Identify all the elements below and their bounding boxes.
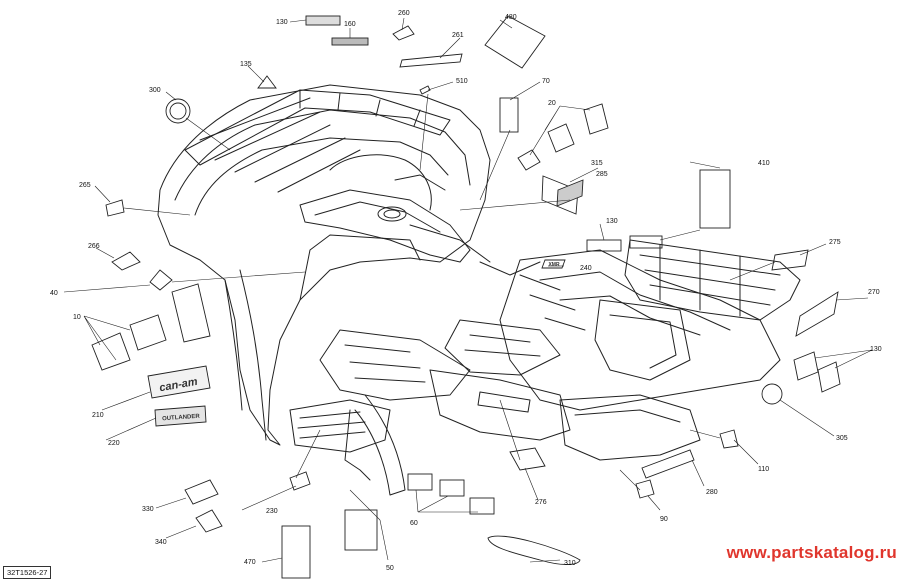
right-footwell [444, 319, 561, 376]
callout-280: 280 [706, 489, 718, 496]
callout-130-mid: 130 [606, 218, 618, 225]
callout-130-top: 130 [276, 19, 288, 26]
callout-60: 60 [410, 520, 418, 527]
decal-270 [795, 291, 839, 337]
callout-40: 40 [50, 290, 58, 297]
decal-280 [641, 449, 695, 479]
watermark: www.partskatalog.ru [726, 543, 897, 562]
decal-130-right-a [793, 351, 819, 381]
decal-50 [344, 509, 378, 551]
decal-276 [509, 447, 546, 471]
callout-160: 160 [344, 21, 356, 28]
decal-285 [541, 175, 579, 215]
decal-135 [257, 75, 277, 89]
callout-50: 50 [386, 565, 394, 572]
decal-90 [635, 479, 655, 499]
decal-510 [419, 85, 431, 95]
callout-410: 480 [505, 14, 517, 21]
decal-261 [399, 53, 463, 68]
callout-310: 310 [564, 560, 576, 567]
figure-code: 32T1526-27 [3, 566, 52, 579]
callout-285: 285 [596, 171, 608, 178]
outlander-plate [154, 405, 207, 427]
decal-60-b [439, 479, 465, 497]
decal-20-c [583, 103, 609, 135]
xmr-text: XMR [548, 262, 560, 268]
callout-10: 10 [73, 314, 81, 321]
decal-10-b [91, 332, 131, 371]
callout-210: 210 [92, 412, 104, 419]
callout-276: 276 [535, 499, 547, 506]
can-am-plate [147, 365, 211, 399]
left-footwell [319, 329, 471, 401]
callout-20: 20 [548, 100, 556, 107]
decal-300 [165, 98, 191, 124]
decal-310 [487, 535, 581, 565]
callout-470: 470 [244, 559, 256, 566]
callout-labels: 130 160 260 261 480 135 300 510 70 20 31… [50, 10, 882, 572]
callout-305: 305 [836, 435, 848, 442]
decal-410 [484, 15, 546, 69]
front-body-shell [157, 84, 491, 446]
decal-265 [105, 199, 125, 217]
front-rack [184, 89, 451, 166]
rear-storage [594, 299, 691, 381]
decal-240 [541, 259, 566, 269]
decal-305 [761, 383, 783, 405]
decal-266 [111, 251, 141, 271]
callout-275: 275 [829, 239, 841, 246]
callout-90: 90 [660, 516, 668, 523]
callout-110: 110 [758, 466, 769, 473]
rear-body-shell [499, 249, 781, 411]
decal-lettering: can-am OUTLANDER XMR [158, 262, 559, 422]
outlander-text: OUTLANDER [162, 414, 201, 423]
decal-330 [184, 479, 219, 505]
leader-lines [63, 17, 873, 563]
decal-470 [281, 525, 311, 579]
decal-130-right-b [817, 361, 841, 393]
callout-130-right: 130 [870, 346, 882, 353]
callout-510: 510 [456, 78, 468, 85]
callout-70: 70 [542, 78, 550, 85]
decals [91, 15, 841, 579]
callout-330: 330 [142, 506, 154, 513]
decal-20-a [517, 149, 541, 171]
decal-130-top [305, 15, 341, 26]
decal-10-a [129, 314, 167, 351]
callout-266: 266 [88, 243, 100, 250]
atv-body-outline [157, 84, 801, 496]
decal-230 [289, 471, 311, 491]
decal-40 [149, 269, 173, 291]
decal-20-b [547, 123, 575, 153]
callout-260: 260 [398, 10, 410, 17]
decal-130-mid [586, 239, 622, 252]
callout-265: 265 [79, 182, 91, 189]
decal-480 [699, 169, 731, 229]
callout-480: 410 [758, 160, 770, 167]
callout-240: 240 [580, 265, 592, 272]
decal-40-card [171, 283, 211, 343]
decal-275 [771, 249, 809, 271]
decal-70 [499, 97, 519, 133]
callout-315: 315 [591, 160, 603, 167]
decal-60-c [469, 497, 495, 515]
decal-260 [392, 25, 415, 41]
callout-220: 220 [108, 440, 120, 447]
left-footrest [289, 399, 391, 453]
callout-340: 340 [155, 539, 167, 546]
seat [299, 189, 471, 263]
callout-135: 135 [240, 61, 252, 68]
callout-300: 300 [149, 87, 161, 94]
decal-60-a [407, 473, 433, 491]
callout-230: 230 [266, 508, 278, 515]
decal-110 [719, 429, 739, 449]
callout-270: 270 [868, 289, 880, 296]
decal-315 [556, 179, 584, 207]
callout-261: 261 [452, 32, 464, 39]
decal-160 [331, 37, 369, 46]
decal-340 [195, 509, 223, 533]
